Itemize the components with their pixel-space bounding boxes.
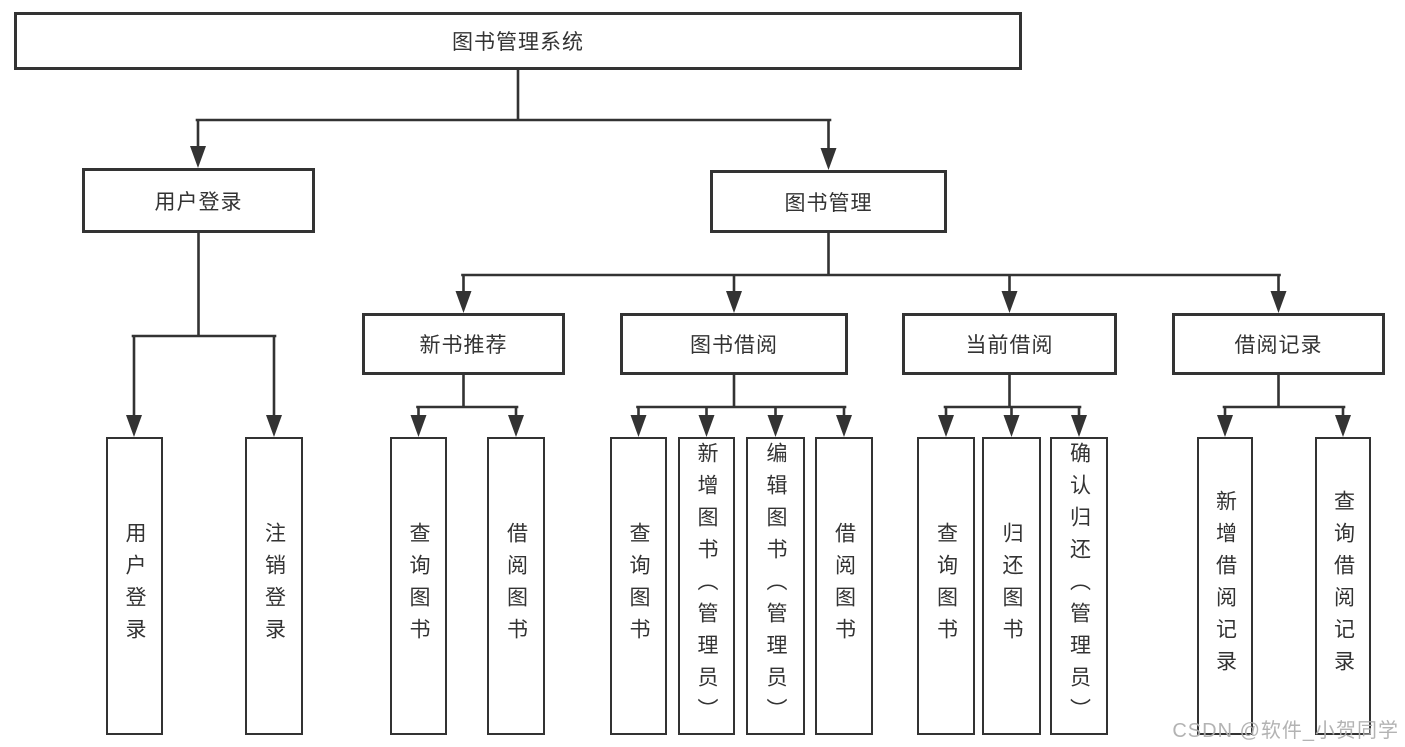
node-leaf-user-login: 用户登录 [106, 437, 163, 735]
node-leaf-query-books-current-label: 查询图书 [934, 522, 958, 650]
node-new-book-recommendation: 新书推荐 [362, 313, 565, 375]
node-leaf-return-books: 归还图书 [982, 437, 1041, 735]
node-leaf-add-books-admin: 新增图书（管理员） [678, 437, 735, 735]
node-leaf-add-borrow-record-label: 新增借阅记录 [1213, 490, 1237, 682]
node-leaf-query-books-recommendation: 查询图书 [390, 437, 447, 735]
node-leaf-logout: 注销登录 [245, 437, 303, 735]
node-leaf-query-books-recommendation-label: 查询图书 [407, 522, 431, 650]
node-borrowing-records: 借阅记录 [1172, 313, 1385, 375]
node-leaf-add-books-admin-label: 新增图书（管理员） [695, 442, 719, 730]
node-leaf-edit-books-admin: 编辑图书（管理员） [746, 437, 805, 735]
node-leaf-add-borrow-record: 新增借阅记录 [1197, 437, 1253, 735]
node-book-management: 图书管理 [710, 170, 947, 233]
node-current-borrowing: 当前借阅 [902, 313, 1117, 375]
node-leaf-user-login-label: 用户登录 [123, 522, 147, 650]
node-user-login: 用户登录 [82, 168, 315, 233]
node-leaf-borrow-books-recommendation: 借阅图书 [487, 437, 545, 735]
node-leaf-query-books-borrowing: 查询图书 [610, 437, 667, 735]
node-leaf-edit-books-admin-label: 编辑图书（管理员） [764, 442, 788, 730]
node-leaf-borrow-books-label: 借阅图书 [832, 522, 856, 650]
node-library-management-system: 图书管理系统 [14, 12, 1022, 70]
node-leaf-borrow-books: 借阅图书 [815, 437, 873, 735]
connector-arrowheads [126, 146, 1351, 437]
node-leaf-query-books-borrowing-label: 查询图书 [627, 522, 651, 650]
node-leaf-confirm-return-admin: 确认归还（管理员） [1050, 437, 1108, 735]
node-leaf-query-books-current: 查询图书 [917, 437, 975, 735]
node-leaf-query-borrow-record-label: 查询借阅记录 [1331, 490, 1355, 682]
node-leaf-borrow-books-recommendation-label: 借阅图书 [504, 522, 528, 650]
node-leaf-logout-label: 注销登录 [262, 522, 286, 650]
csdn-watermark: CSDN @软件_小贺同学 [1172, 720, 1399, 742]
connector-lines [131, 68, 1346, 423]
node-leaf-query-borrow-record: 查询借阅记录 [1315, 437, 1371, 735]
node-leaf-confirm-return-admin-label: 确认归还（管理员） [1067, 442, 1091, 730]
node-book-borrowing: 图书借阅 [620, 313, 848, 375]
node-leaf-return-books-label: 归还图书 [1000, 522, 1024, 650]
